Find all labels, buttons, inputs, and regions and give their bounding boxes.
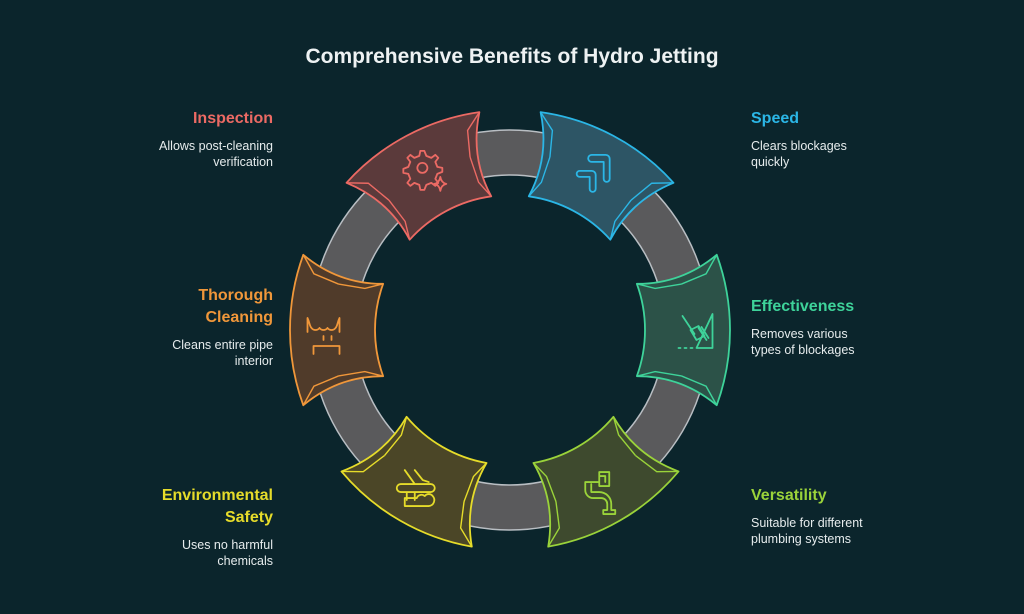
segment-shape	[289, 253, 385, 407]
segment-fold	[466, 111, 480, 158]
benefit-title: Speed	[751, 110, 800, 127]
segment-fold	[469, 156, 492, 197]
speed-arrows-icon	[575, 153, 611, 193]
benefit-label-environmental-safety: Environmental Safety Uses no harmful che…	[73, 485, 273, 569]
pipe-fitting-icon	[584, 471, 617, 515]
segment-fold	[612, 416, 637, 456]
segment-fold	[302, 375, 339, 406]
benefit-description: Allows post-cleaning verification	[159, 139, 273, 169]
segment-fold	[463, 462, 488, 502]
segment-fold	[547, 501, 561, 548]
segment-fold	[388, 199, 411, 240]
benefit-description: Suitable for different plumbing systems	[751, 516, 863, 546]
gear-sparkle-icon	[402, 149, 448, 192]
segment-effectiveness	[635, 253, 731, 407]
benefit-title: Thorough Cleaning	[198, 287, 273, 326]
segment-fold	[681, 375, 718, 406]
ring-segments	[289, 111, 731, 548]
segment-fold	[338, 370, 384, 377]
benefit-label-speed: Speed Clears blockages quickly	[751, 108, 951, 170]
segment-shape	[345, 111, 493, 241]
segment-shape	[635, 253, 731, 407]
segment-fold	[532, 462, 557, 502]
benefit-description: Cleans entire pipe interior	[172, 338, 273, 368]
segment-fold	[346, 182, 390, 201]
pipe-drain-icon	[306, 317, 341, 355]
benefit-description: Removes various types of blockages	[751, 327, 855, 357]
segment-fold	[636, 283, 682, 290]
page-title: Comprehensive Benefits of Hydro Jetting	[305, 45, 719, 68]
segment-fold	[383, 416, 408, 456]
segment-fold	[630, 182, 674, 201]
segment-inspection	[345, 111, 493, 241]
benefit-label-versatility: Versatility Suitable for different plumb…	[751, 485, 951, 547]
benefit-label-effectiveness: Effectiveness Removes various types of b…	[751, 296, 951, 358]
segment-fold	[528, 156, 551, 197]
benefit-description: Uses no harmful chemicals	[181, 538, 273, 568]
segment-fold	[636, 370, 682, 377]
segment-fold	[540, 111, 554, 158]
segment-fold	[338, 283, 384, 290]
eco-cleaning-icon	[395, 469, 436, 507]
segment-fold	[459, 501, 473, 548]
segment-fold	[681, 254, 718, 285]
segment-fold	[302, 254, 339, 285]
benefit-label-thorough-cleaning: Thorough Cleaning Cleans entire pipe int…	[73, 285, 273, 369]
benefit-description: Clears blockages quickly	[751, 139, 847, 169]
segment-shape	[527, 111, 675, 241]
benefit-title: Environmental Safety	[161, 487, 273, 526]
segment-fold	[341, 454, 385, 473]
broom-sweeping-icon	[677, 313, 714, 349]
benefit-title: Effectiveness	[751, 298, 855, 315]
benefit-title: Inspection	[192, 110, 273, 127]
segment-thorough-cleaning	[289, 253, 385, 407]
benefit-title: Versatility	[751, 487, 827, 504]
segment-fold	[609, 199, 632, 240]
benefit-label-inspection: Inspection Allows post-cleaning verifica…	[73, 108, 273, 170]
segment-environmental-safety	[340, 415, 488, 548]
segment-versatility	[532, 415, 680, 548]
segment-fold	[635, 454, 679, 473]
segment-speed	[527, 111, 675, 241]
